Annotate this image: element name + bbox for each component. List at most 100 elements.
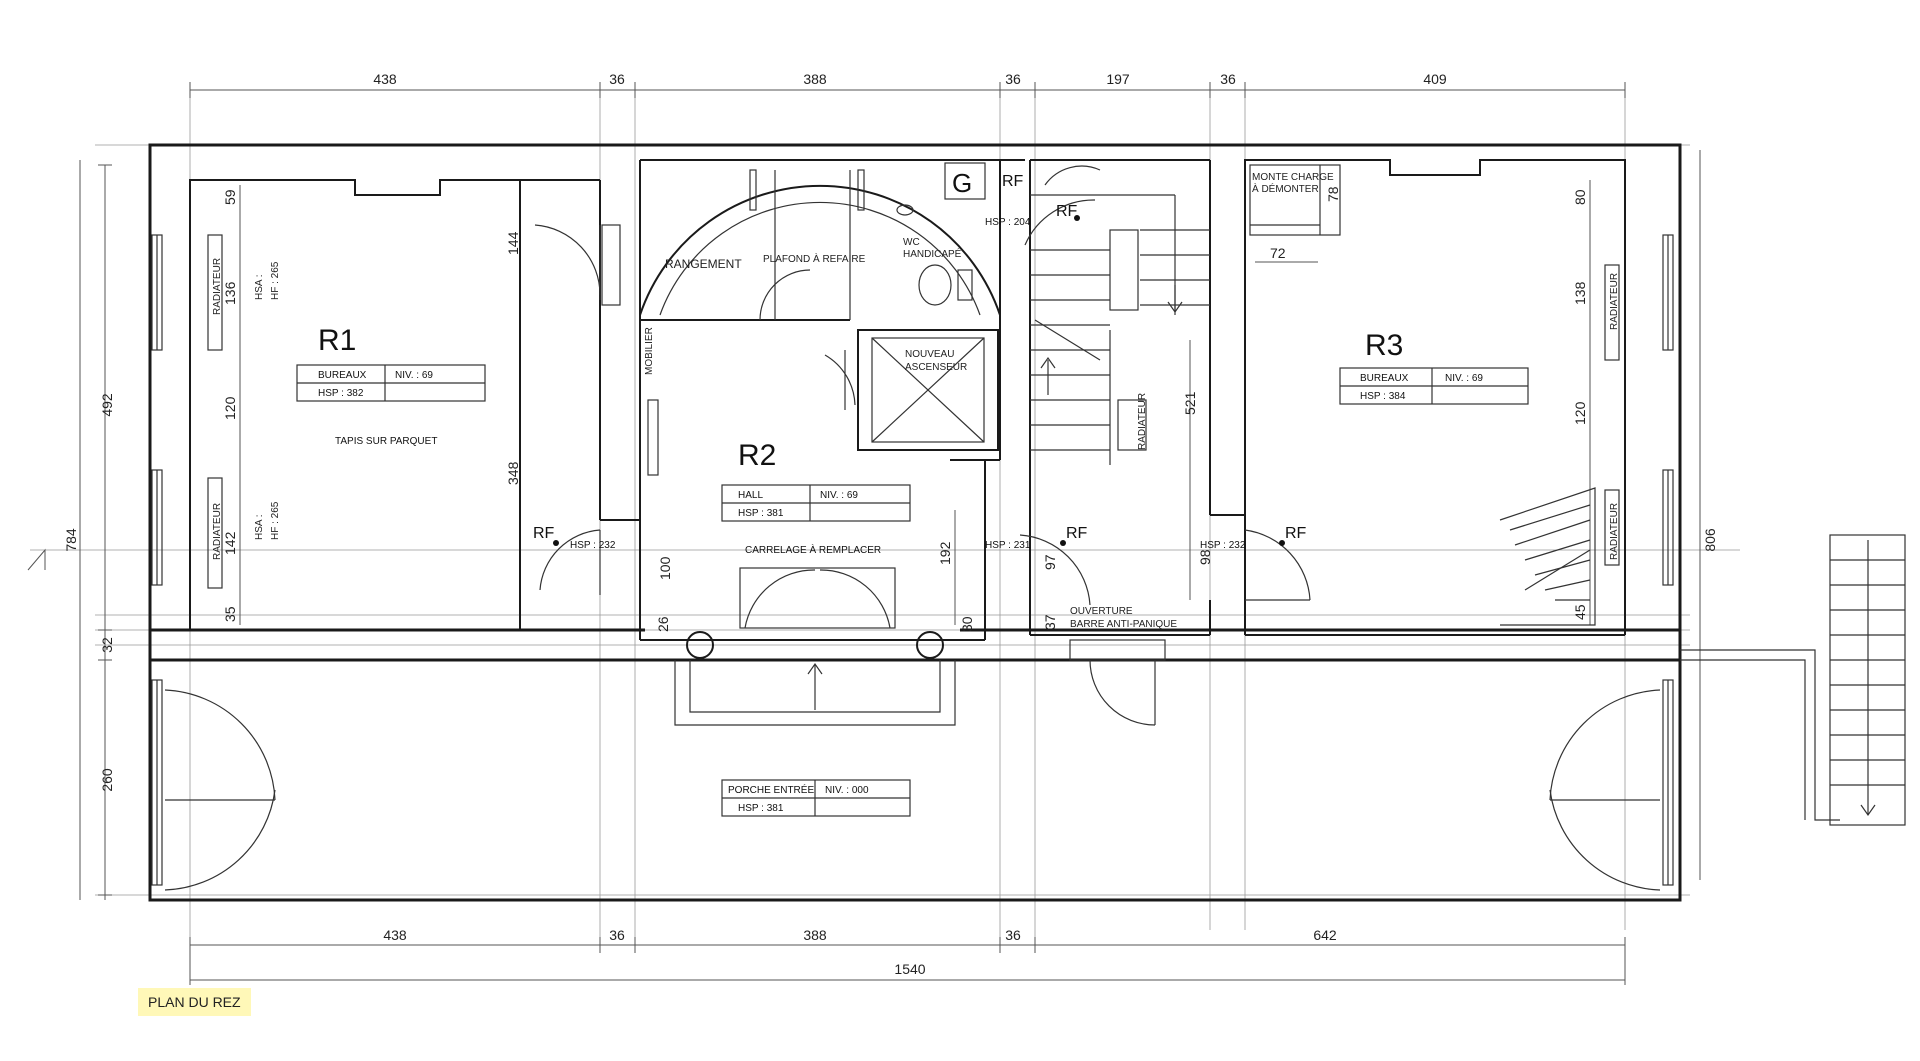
dim-right-0: 806 (1702, 528, 1718, 552)
plan-title: PLAN DU REZ (138, 988, 251, 1016)
r1-dim-6: 348 (505, 461, 521, 485)
room-r1-hsp: HSP : 382 (318, 388, 364, 399)
r3-radiator-label-2: RADIATEUR (1609, 503, 1620, 560)
r3-dim-1: 72 (1270, 245, 1286, 261)
r2-ceiling: PLAFOND À REFAIRE (763, 252, 866, 265)
r1-dim-1: 136 (222, 281, 238, 305)
r1-hsa-1: HSA : (254, 274, 265, 300)
stair-radiator-label: RADIATEUR (1137, 393, 1148, 450)
r3-radiator-label-1: RADIATEUR (1609, 273, 1620, 330)
room-r3-niv: NIV. : 69 (1445, 373, 1483, 384)
room-r3-type: BUREAUX (1360, 373, 1409, 384)
dim-bottom-3: 36 (1005, 927, 1021, 943)
r2-storage: RANGEMENT (665, 257, 742, 271)
room-r1-niv: NIV. : 69 (395, 370, 433, 381)
r2-dim-2: 26 (655, 616, 671, 632)
dim-bottom-1: 36 (609, 927, 625, 943)
r3-dim-2: 80 (1572, 189, 1588, 205)
r1-radiator-label-1: RADIATEUR (212, 258, 223, 315)
exterior-walls (148, 143, 1682, 902)
room-r2-floor: CARRELAGE À REMPLACER (745, 543, 881, 556)
dim-left-3: 260 (99, 768, 115, 792)
dim-top-3: 36 (1005, 71, 1021, 87)
r1-dim-0: 59 (222, 189, 238, 205)
fire-door-labels: RF RF RF RF RF HSP : 232 HSP : 231 HSP :… (533, 173, 1307, 551)
r3-dim-5: 98 (1197, 549, 1213, 565)
rf-label-1: RF (1066, 525, 1088, 542)
r2-dim-3: 30 (959, 616, 975, 632)
r1-dim-5: 144 (505, 231, 521, 255)
r1-radiator-label-2: RADIATEUR (212, 503, 223, 560)
stair-zone: RADIATEUR 521 97 37 OUVERTURE BARRE ANTI… (1019, 165, 1210, 726)
room-r1: R1 BUREAUX NIV. : 69 HSP : 382 TAPIS SUR… (207, 185, 621, 625)
hsp-label-3: HSP : 204 (985, 217, 1031, 228)
g-label: G (952, 168, 972, 198)
dim-top-0: 438 (373, 71, 397, 87)
room-r3: MONTE CHARGE À DÉMONTER 78 72 R3 BUREAUX… (1197, 164, 1620, 626)
stair-opening-2: BARRE ANTI-PANIQUE (1070, 619, 1177, 630)
bottom-dimension-line: 438 36 388 36 642 1540 (189, 927, 1626, 985)
r3-dim-0: 78 (1325, 186, 1341, 202)
r3-dim-6: 45 (1572, 604, 1588, 620)
stair-dim-2: 37 (1042, 614, 1058, 630)
top-dimension-line: 438 36 388 36 197 36 409 (189, 71, 1626, 98)
r2-lift-2: ASCENSEUR (905, 362, 967, 373)
dim-bottom-2: 388 (803, 927, 827, 943)
r1-hf-2: HF : 265 (270, 501, 281, 540)
dim-left-1: 784 (63, 528, 79, 552)
hsp-label-0: HSP : 232 (570, 540, 616, 551)
dim-top-2: 388 (803, 71, 827, 87)
r3-dim-4: 120 (1572, 401, 1588, 425)
dim-total: 1540 (894, 961, 925, 977)
rf-label-4: RF (1002, 173, 1024, 190)
r2-furniture: MOBILIER (644, 327, 655, 375)
room-r2-name: R2 (738, 439, 776, 472)
rf-label-3: RF (1056, 203, 1078, 220)
r3-dim-3: 138 (1572, 281, 1588, 305)
r1-dim-2: 120 (222, 396, 238, 420)
hsp-label-2: HSP : 232 (1200, 540, 1246, 551)
room-r1-type: BUREAUX (318, 370, 367, 381)
right-dimension-line: 806 (1699, 150, 1718, 880)
stair-opening: OUVERTURE (1070, 606, 1133, 617)
dim-left-0: 492 (99, 393, 115, 417)
room-r1-floor: TAPIS SUR PARQUET (335, 436, 437, 447)
r2-wc-2: HANDICAPÉ (903, 247, 962, 260)
room-r2-niv: NIV. : 69 (820, 490, 858, 501)
porch-type: PORCHE ENTRÉE (728, 783, 814, 796)
porch-niv: NIV. : 000 (825, 785, 869, 796)
dim-bottom-0: 438 (383, 927, 407, 943)
exterior-stair (1680, 534, 1906, 826)
windows (151, 234, 1674, 886)
dim-top-5: 36 (1220, 71, 1236, 87)
dim-bottom-4: 642 (1313, 927, 1337, 943)
dim-left-2: 32 (99, 637, 115, 653)
room-r3-name: R3 (1365, 329, 1403, 362)
r2-wc: WC (903, 237, 920, 248)
left-dimension-line: 492 784 32 260 (27, 160, 115, 900)
dim-top-6: 409 (1423, 71, 1447, 87)
r1-dim-3: 142 (222, 531, 238, 555)
stair-dim-0: 521 (1182, 391, 1198, 415)
porch-hsp: HSP : 381 (738, 803, 784, 814)
room-r1-name: R1 (318, 324, 356, 357)
r1-dim-4: 35 (222, 606, 238, 622)
room-r2-hsp: HSP : 381 (738, 508, 784, 519)
dim-top-1: 36 (609, 71, 625, 87)
r1-hsa-2: HSA : (254, 514, 265, 540)
reference-grid (30, 95, 1740, 950)
room-r2: RANGEMENT PLAFOND À REFAIRE WC HANDICAPÉ… (539, 162, 1001, 726)
r3-lift-note-2: À DÉMONTER (1252, 182, 1319, 195)
stair-dim-1: 97 (1042, 554, 1058, 570)
porch: PORCHE ENTRÉE NIV. : 000 HSP : 381 (164, 689, 1661, 891)
room-r3-hsp: HSP : 384 (1360, 391, 1406, 402)
room-r2-type: HALL (738, 490, 763, 501)
r2-dim-0: 100 (657, 556, 673, 580)
r1-hf-1: HF : 265 (270, 261, 281, 300)
r3-lift-note: MONTE CHARGE (1252, 172, 1334, 183)
r2-dim-1: 192 (937, 541, 953, 565)
r2-lift: NOUVEAU (905, 349, 954, 360)
hsp-label-1: HSP : 231 (985, 540, 1031, 551)
rf-label-0: RF (533, 525, 555, 542)
